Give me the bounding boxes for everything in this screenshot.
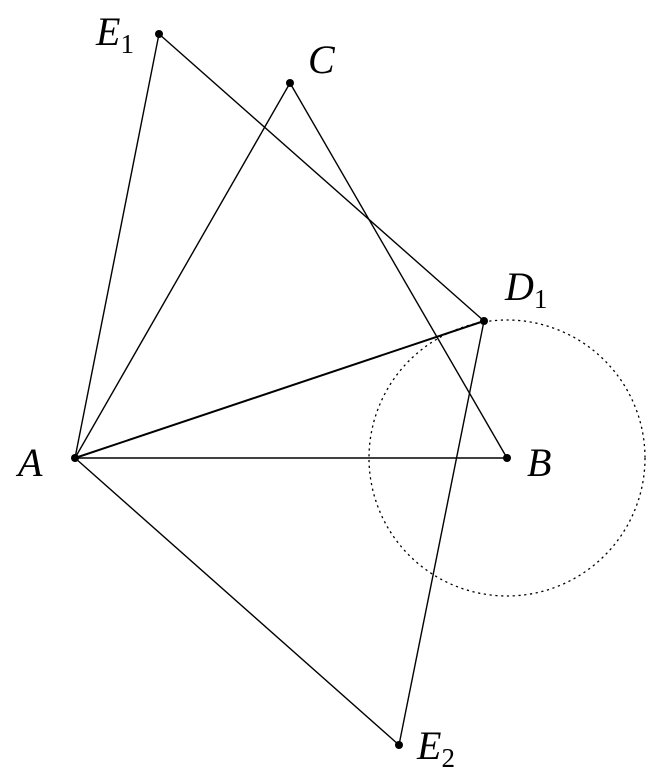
point-A [71, 454, 79, 462]
label-B: B [527, 440, 551, 485]
segment-A-D1 [74, 320, 485, 459]
segment-A-E2 [74, 457, 400, 746]
label-D1: D1 [504, 264, 547, 314]
dotted-circle [368, 319, 646, 597]
segment-D1-E2 [398, 320, 485, 746]
point-B [503, 454, 511, 462]
label-E1: E1 [95, 9, 134, 59]
point-E2 [395, 741, 403, 749]
segment-A-E1 [74, 33, 160, 459]
point-C [286, 79, 294, 87]
label-A: A [15, 440, 43, 485]
label-C: C [308, 37, 336, 82]
segment-C-B [289, 82, 508, 459]
label-E2: E2 [416, 723, 455, 773]
segment-A-C [74, 82, 291, 459]
point-E1 [155, 30, 163, 38]
segment-E1-D1 [158, 33, 485, 322]
point-D1 [480, 317, 488, 325]
